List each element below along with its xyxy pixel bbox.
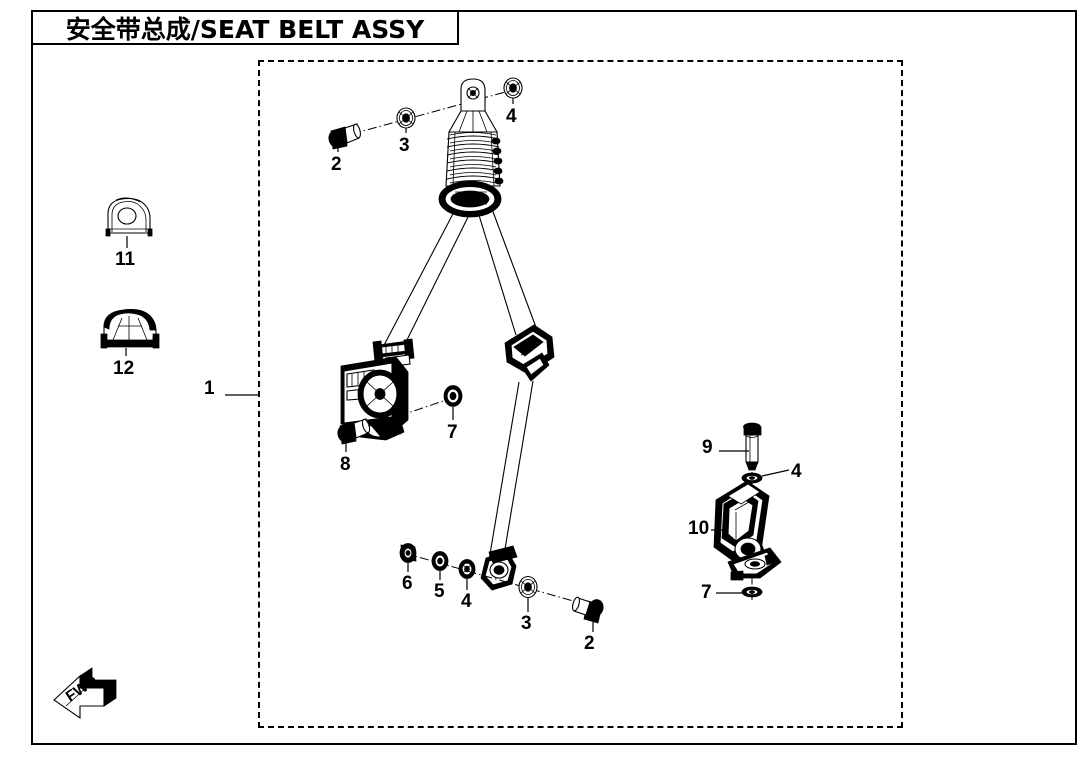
callout-label-3a: 3 xyxy=(399,135,410,156)
callout-label-7a: 7 xyxy=(447,422,458,443)
page-title: 安全带总成/SEAT BELT ASSY xyxy=(65,14,425,44)
callout-label-9: 9 xyxy=(702,437,713,458)
callout-label-5: 5 xyxy=(434,581,445,602)
callout-label-11: 11 xyxy=(115,249,136,270)
title-box: 安全带总成/SEAT BELT ASSY xyxy=(31,10,459,45)
page-border xyxy=(31,10,1077,745)
callout-label-2b: 2 xyxy=(584,633,595,654)
callout-label-8: 8 xyxy=(340,454,351,475)
callout-label-10: 10 xyxy=(688,518,710,539)
callout-label-3b: 3 xyxy=(521,613,532,634)
callout-label-7b: 7 xyxy=(701,582,712,603)
callout-label-1: 1 xyxy=(204,378,215,399)
callout-label-4b: 4 xyxy=(461,591,472,612)
callout-label-12: 12 xyxy=(113,358,135,379)
assembly-boundary-dashed xyxy=(258,60,903,728)
callout-label-4c: 4 xyxy=(791,461,802,482)
callout-label-4a: 4 xyxy=(506,106,517,127)
callout-label-6: 6 xyxy=(402,573,413,594)
callout-label-2a: 2 xyxy=(331,154,342,175)
